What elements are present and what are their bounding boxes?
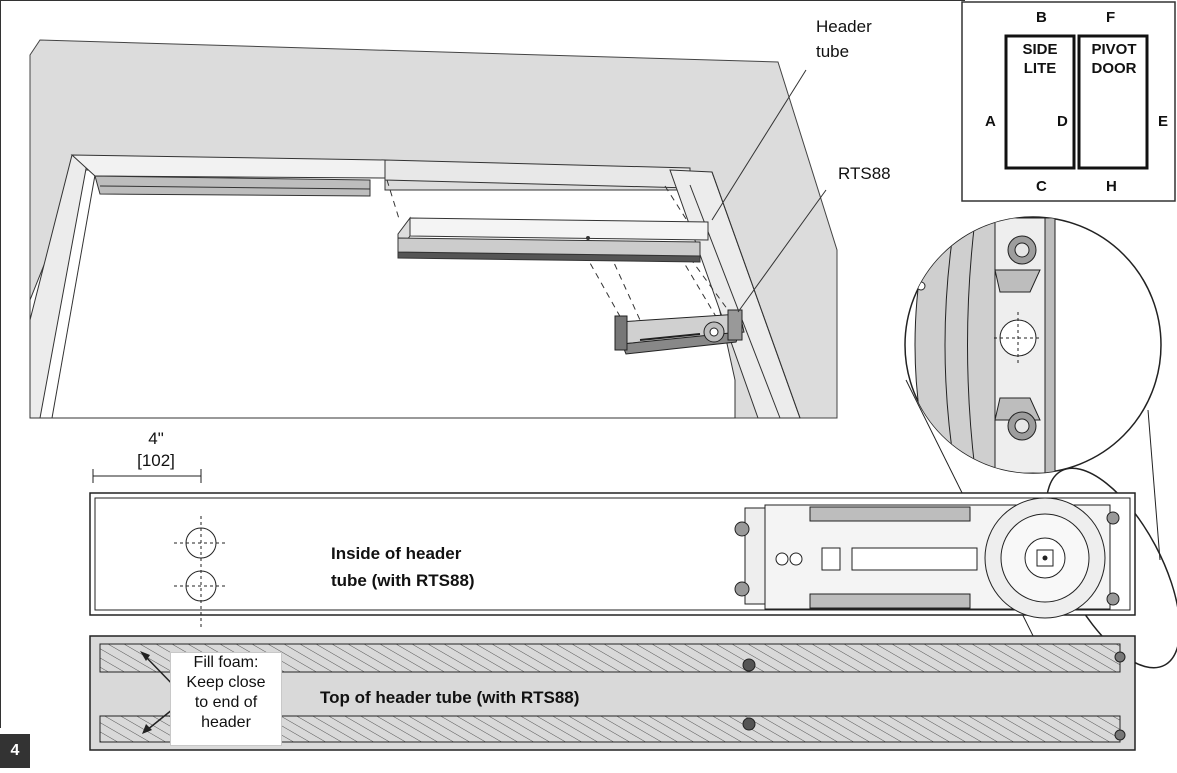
key-panel-side-lite: SIDE LITE	[1022, 41, 1058, 77]
header-tube-label: Header tube	[816, 17, 872, 61]
page-number-tab: 4	[0, 734, 30, 768]
key-label-e: E	[1158, 113, 1169, 130]
dimension-marker	[92, 469, 202, 483]
dimension-label: 4" [102]	[137, 429, 175, 470]
key-label-f: F	[1106, 9, 1116, 26]
key-panel-pivot-door: PIVOT DOOR	[1091, 41, 1137, 77]
key-label-a: A	[985, 113, 996, 130]
rts88-unit	[614, 309, 745, 355]
rts88-label: RTS88	[838, 164, 891, 183]
inside-header-tube	[89, 492, 1136, 630]
key-label-c: C	[1036, 178, 1047, 195]
key-label-b: B	[1036, 9, 1047, 26]
inside-header-caption: Inside of header tube (with RTS88)	[331, 544, 475, 590]
key-label-d: D	[1057, 113, 1068, 130]
perspective-frame-view	[29, 39, 838, 419]
top-header-caption: Top of header tube (with RTS88)	[320, 688, 580, 707]
key-diagram	[961, 1, 1176, 202]
key-label-h: H	[1106, 178, 1117, 195]
page-border	[0, 0, 965, 728]
fill-foam-callout: Fill foam: Keep close to end of header	[170, 652, 282, 746]
